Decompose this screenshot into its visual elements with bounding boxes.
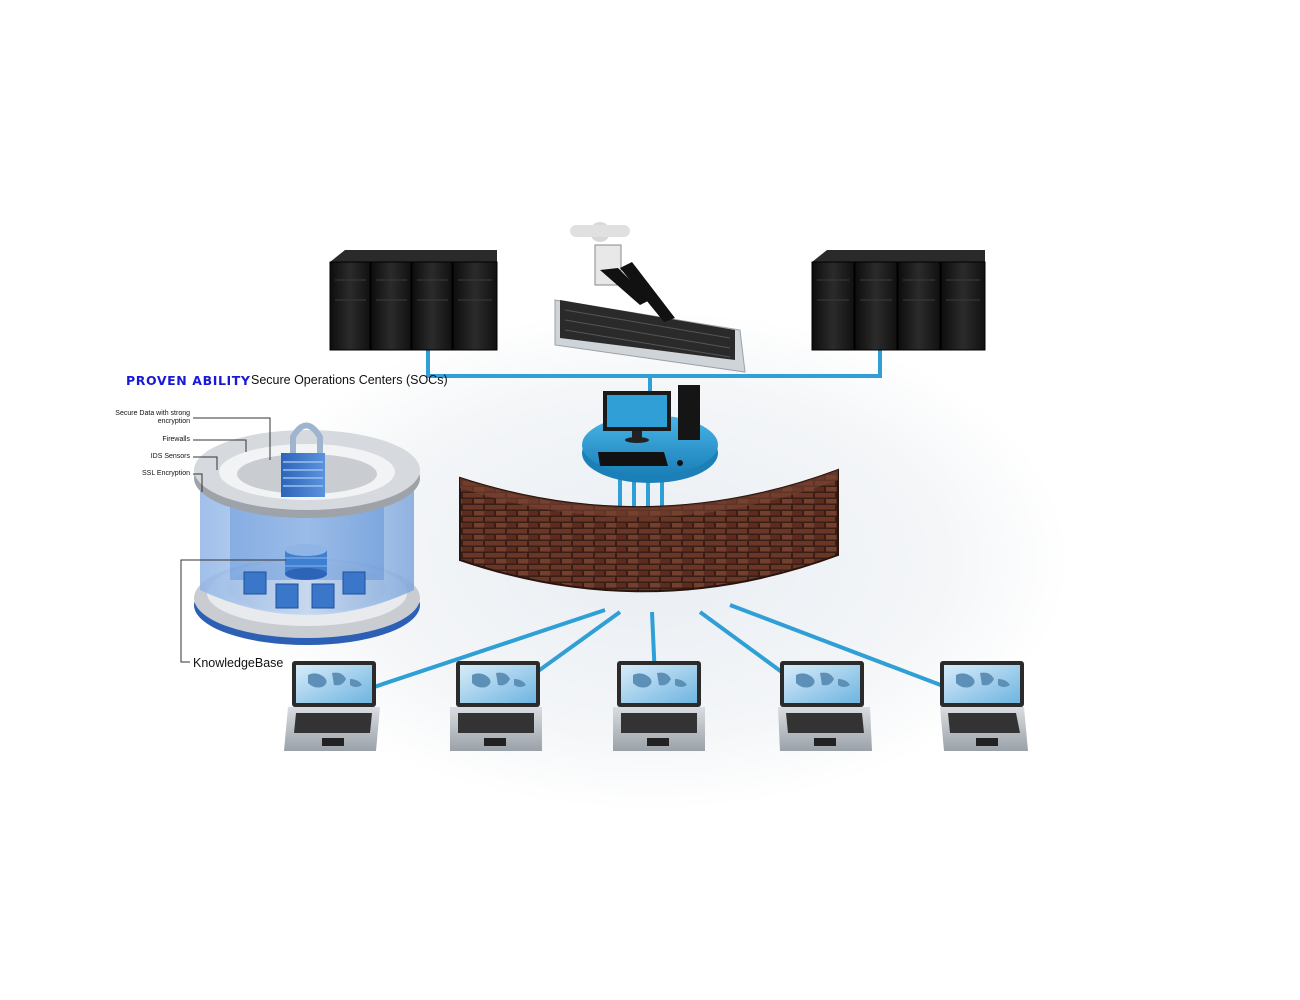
- network-connectors: [334, 348, 981, 702]
- laptop-icon: [284, 661, 380, 751]
- laptop-icon: [940, 661, 1028, 751]
- callout-leaders: [180, 417, 286, 663]
- brand-heading: PROVEN ABILITY: [126, 373, 251, 388]
- workstation-icon: [582, 385, 718, 483]
- callout-ids-sensors: IDS Sensors: [150, 453, 190, 460]
- server-rack-icon: [329, 250, 498, 351]
- laptop-row: [284, 661, 1028, 751]
- laptop-icon: [613, 661, 705, 751]
- server-rack-icon: [811, 250, 986, 351]
- callout-firewalls: Firewalls: [162, 436, 190, 443]
- database-icon: [285, 544, 327, 580]
- callout-secure-data: Secure Data with strong encryption: [115, 410, 190, 425]
- firewall-wall-icon: [459, 468, 839, 593]
- laptop-icon: [450, 661, 542, 751]
- data-cube-icon: [243, 571, 366, 609]
- diagram-title: Secure Operations Centers (SOCs): [251, 373, 448, 387]
- laptop-icon: [778, 661, 872, 751]
- padlock-icon: [281, 422, 325, 497]
- callout-knowledge-base: KnowledgeBase: [193, 656, 284, 670]
- callout-ssl-encryption: SSL Encryption: [142, 470, 190, 477]
- keyboard-runner-icon: [554, 222, 746, 373]
